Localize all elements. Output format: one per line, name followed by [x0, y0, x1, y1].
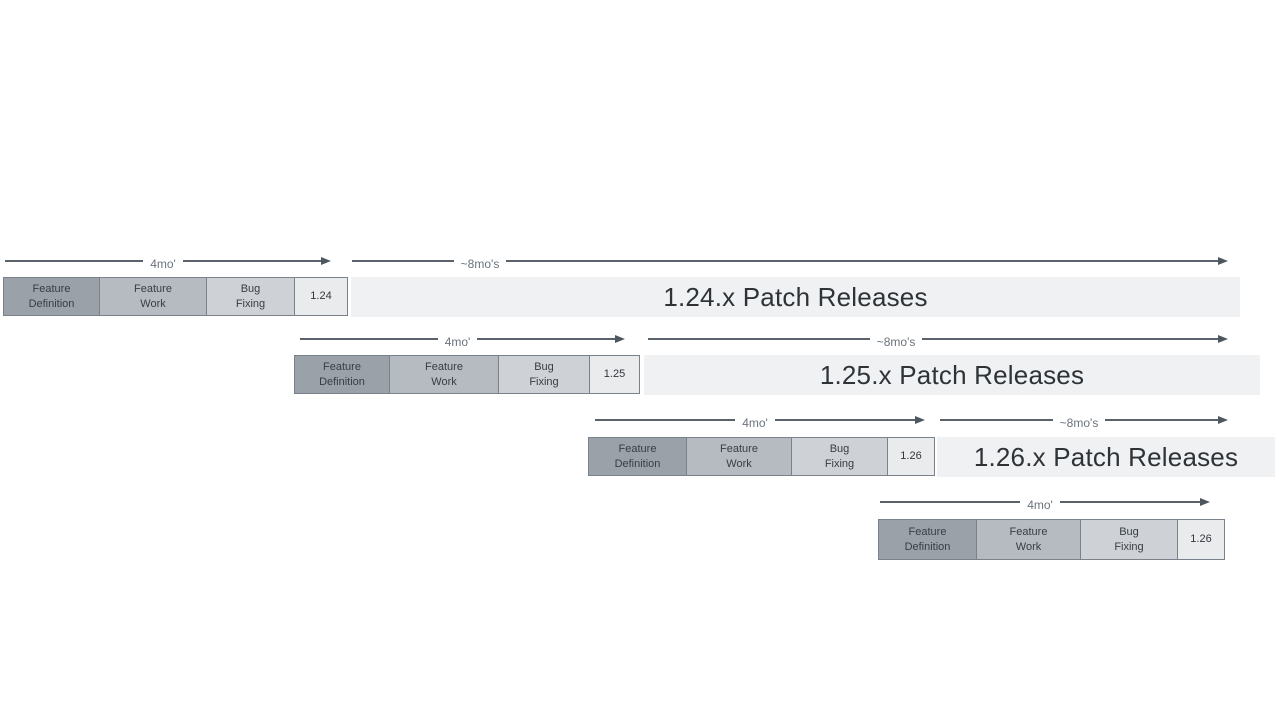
patch-duration-arrow: ~8mo's — [352, 253, 1228, 271]
phase-box-feature-definition: Feature Definition — [294, 355, 390, 394]
phase-box-bug-fixing: Bug Fixing — [498, 355, 590, 394]
timeline-row: Feature Definition Feature Work Bug Fixi… — [878, 519, 1225, 560]
patch-release-label: 1.24.x Patch Releases — [663, 281, 928, 312]
arrowhead-icon — [1218, 416, 1228, 424]
phase-label: Bug — [534, 361, 554, 374]
arrow-line — [595, 419, 736, 421]
phase-box-feature-definition: Feature Definition — [878, 519, 977, 560]
phase-label: Feature — [425, 361, 463, 374]
version-box: 1.26 — [1177, 519, 1225, 560]
duration-label: 4mo' — [150, 257, 176, 271]
phase-label: Feature — [908, 526, 947, 539]
version-label: 1.26 — [900, 450, 922, 463]
arrow-line — [352, 260, 454, 262]
phase-box-feature-work: Feature Work — [976, 519, 1081, 560]
duration-label: ~8mo's — [876, 335, 916, 349]
dev-duration-arrow: 4mo' — [880, 494, 1211, 512]
phase-label: Definition — [904, 540, 951, 553]
patch-duration-arrow: ~8mo's — [648, 331, 1228, 349]
dev-duration-arrow: 4mo' — [5, 253, 332, 271]
arrow-line — [922, 338, 1218, 340]
phase-box-feature-work: Feature Work — [99, 277, 207, 316]
phase-label: Definition — [319, 375, 365, 388]
phase-box-feature-definition: Feature Definition — [3, 277, 100, 316]
arrow-line — [940, 419, 1053, 421]
phase-label: Work — [431, 375, 457, 388]
timeline-row: Feature Definition Feature Work Bug Fixi… — [588, 437, 935, 476]
arrow-line — [774, 419, 916, 421]
patch-duration-arrow: ~8mo's — [940, 412, 1228, 430]
arrow-line — [1105, 419, 1218, 421]
arrow-line — [182, 260, 322, 262]
duration-label: 4mo' — [1027, 498, 1053, 512]
dev-duration-arrow: 4mo' — [300, 331, 626, 349]
arrowhead-icon — [615, 335, 626, 343]
version-box: 1.25 — [589, 355, 640, 394]
dev-duration-arrow: 4mo' — [595, 412, 926, 430]
version-box: 1.26 — [887, 437, 935, 476]
arrowhead-icon — [1218, 257, 1228, 265]
phase-box-bug-fixing: Bug Fixing — [206, 277, 295, 316]
phase-label: Definition — [614, 457, 661, 470]
patch-release-label: 1.26.x Patch Releases — [973, 441, 1239, 472]
phase-box-bug-fixing: Bug Fixing — [791, 437, 888, 476]
phase-label: Feature — [618, 443, 657, 456]
phase-label: Bug — [829, 443, 850, 456]
arrowhead-icon — [915, 416, 926, 424]
patch-release-label: 1.25.x Patch Releases — [819, 359, 1085, 390]
patch-release-bar: 1.26.x Patch Releases — [937, 437, 1275, 477]
timeline-row: Feature Definition Feature Work Bug Fixi… — [294, 355, 640, 394]
phase-label: Bug — [1119, 526, 1139, 539]
phase-label: Work — [726, 457, 752, 470]
version-box: 1.24 — [294, 277, 348, 316]
duration-label: 4mo' — [742, 416, 768, 430]
phase-label: Work — [140, 297, 166, 310]
patch-release-bar: 1.25.x Patch Releases — [644, 355, 1260, 395]
phase-label: Fixing — [1114, 540, 1144, 553]
duration-label: ~8mo's — [1059, 416, 1099, 430]
phase-label: Feature — [32, 283, 71, 296]
timeline-row: Feature Definition Feature Work Bug Fixi… — [3, 277, 348, 316]
version-label: 1.26 — [1190, 533, 1212, 546]
phase-label: Feature — [720, 443, 758, 456]
phase-label: Work — [1015, 540, 1042, 553]
phase-label: Definition — [28, 297, 75, 310]
arrow-line — [5, 260, 144, 262]
phase-box-feature-definition: Feature Definition — [588, 437, 687, 476]
phase-box-feature-work: Feature Work — [389, 355, 499, 394]
arrowhead-icon — [321, 257, 332, 265]
duration-label: ~8mo's — [460, 257, 500, 271]
arrowhead-icon — [1200, 498, 1211, 506]
phase-label: Fixing — [529, 375, 559, 388]
phase-label: Bug — [240, 283, 261, 296]
arrow-line — [880, 501, 1021, 503]
arrow-line — [648, 338, 870, 340]
arrow-line — [1059, 501, 1201, 503]
arrow-line — [300, 338, 438, 340]
version-label: 1.25 — [603, 368, 626, 381]
phase-label: Fixing — [235, 297, 266, 310]
phase-label: Feature — [1009, 526, 1048, 539]
phase-box-bug-fixing: Bug Fixing — [1080, 519, 1178, 560]
arrowhead-icon — [1218, 335, 1228, 343]
phase-label: Fixing — [824, 457, 855, 470]
arrow-line — [506, 260, 1218, 262]
arrow-line — [477, 338, 616, 340]
phase-label: Feature — [323, 361, 361, 374]
version-label: 1.24 — [310, 290, 332, 303]
patch-release-bar: 1.24.x Patch Releases — [351, 277, 1240, 317]
duration-label: 4mo' — [444, 335, 471, 349]
phase-label: Feature — [134, 283, 172, 296]
phase-box-feature-work: Feature Work — [686, 437, 792, 476]
